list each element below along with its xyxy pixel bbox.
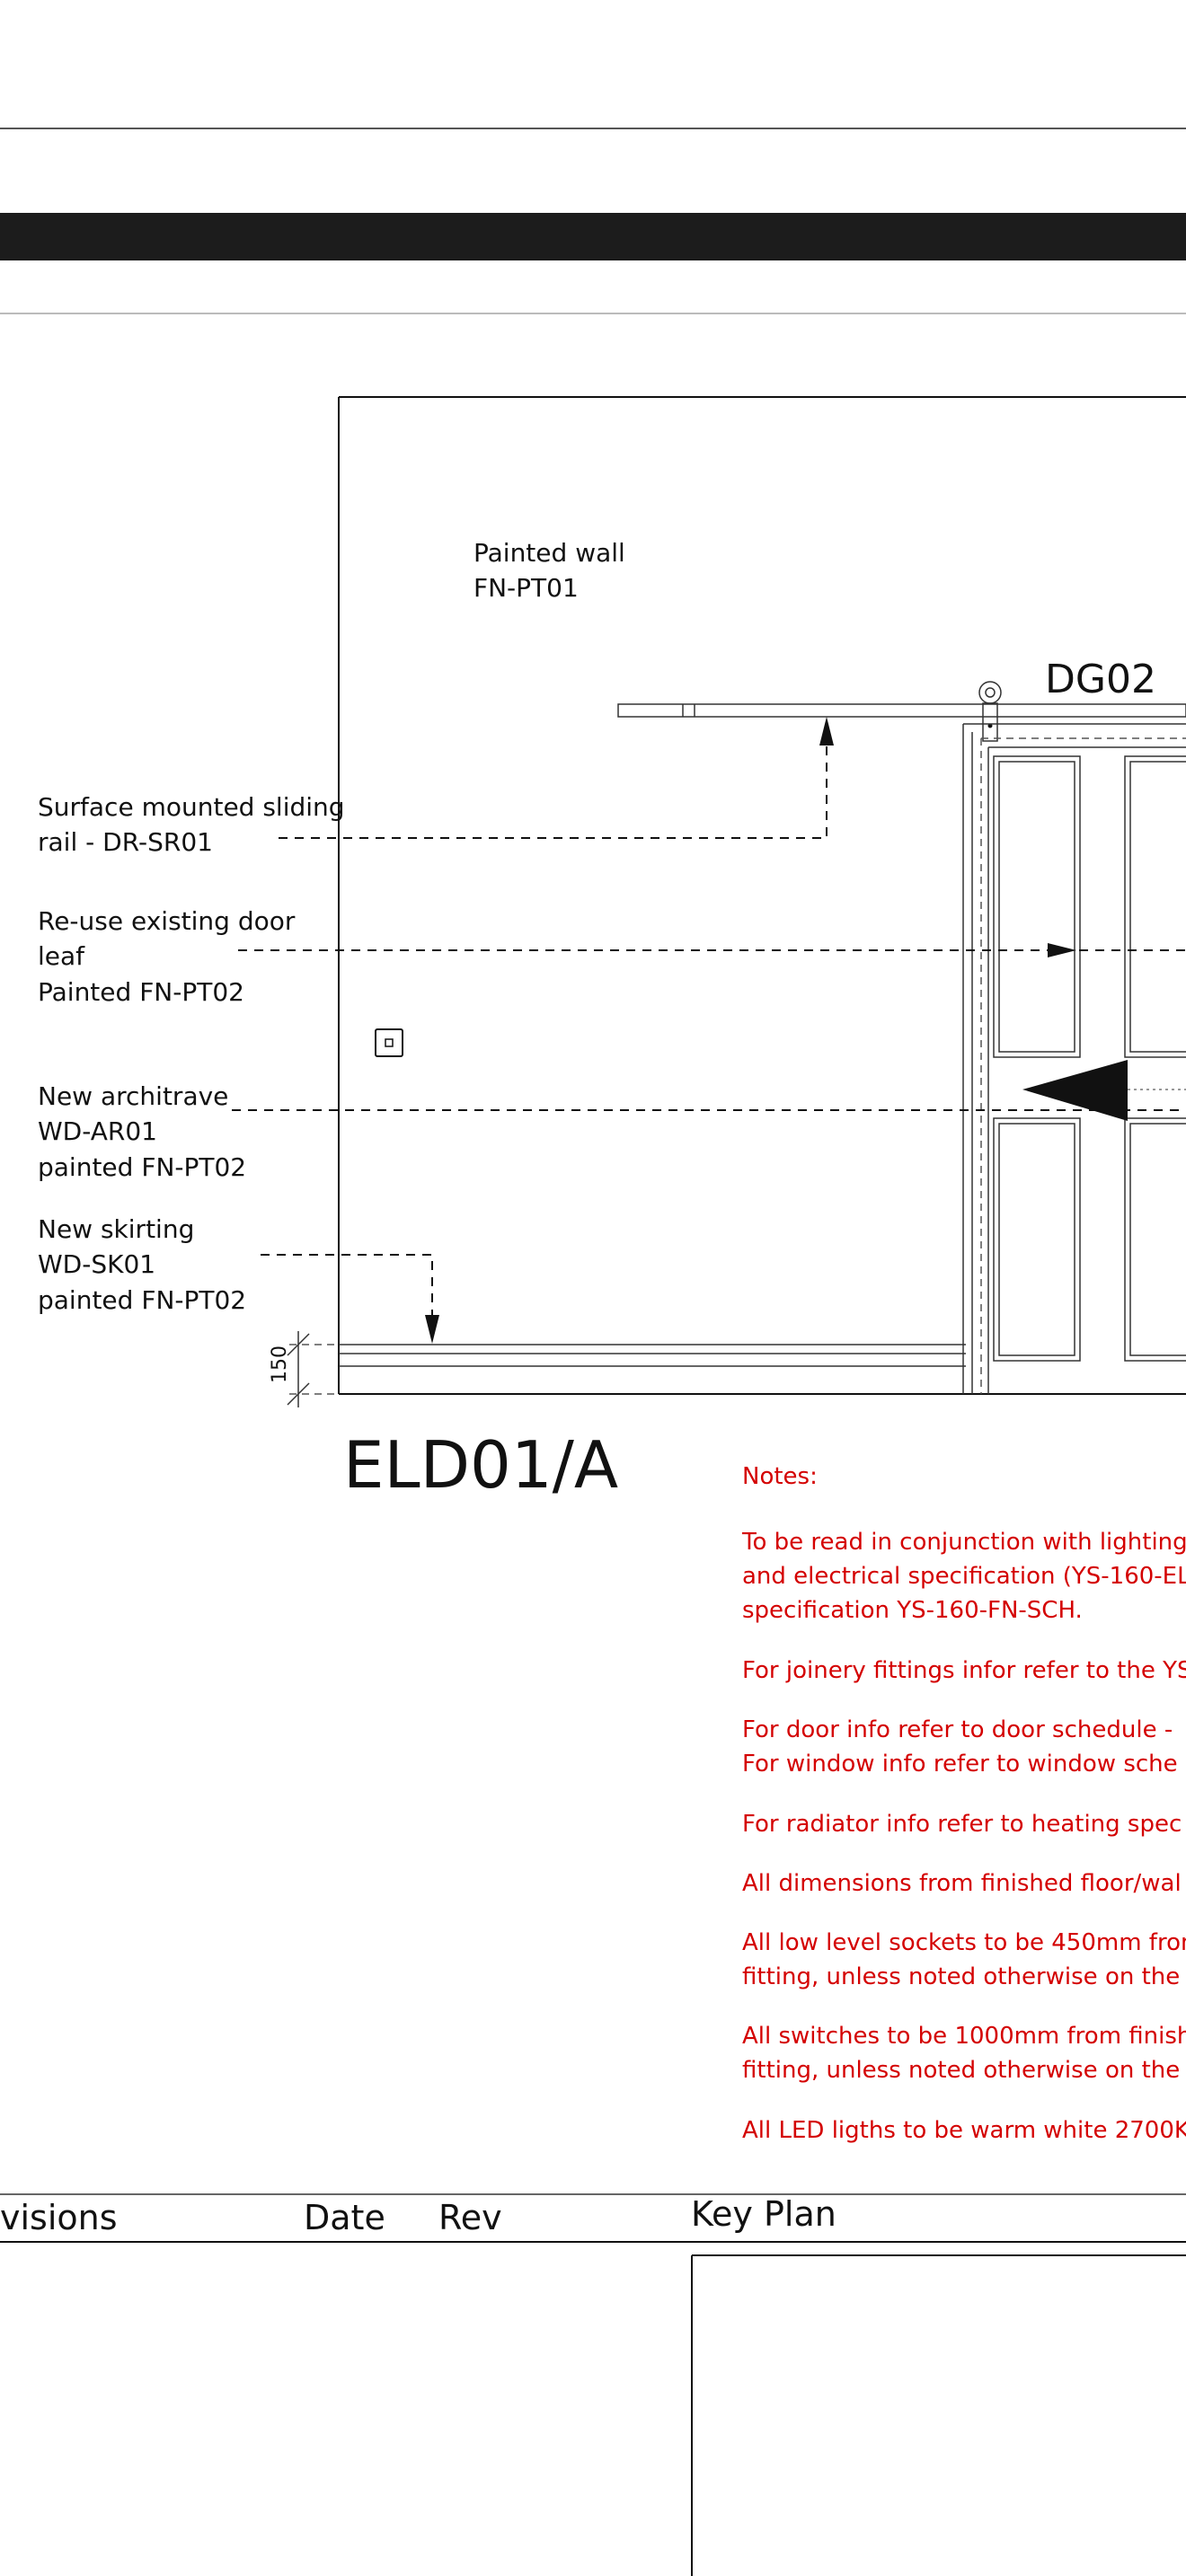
svg-text:WD-SK01: WD-SK01 <box>38 1249 155 1279</box>
skirting <box>339 1344 966 1367</box>
notes-line: All low level sockets to be 450mm from <box>742 1929 1186 1956</box>
notes-line: fitting, unless noted otherwise on the <box>742 2057 1180 2084</box>
svg-text:painted FN-PT02: painted FN-PT02 <box>38 1152 246 1182</box>
label-sliding-rail: Surface mounted sliding rail - DR-SR01 <box>38 792 345 857</box>
notes-line: For window info refer to window sche <box>742 1751 1178 1778</box>
sliding-direction-arrow <box>1022 1060 1186 1121</box>
notes-line: For door info refer to door schedule - <box>742 1716 1173 1743</box>
key-plan-header: Key Plan <box>691 2194 836 2234</box>
svg-text:New skirting: New skirting <box>38 1214 194 1244</box>
door-architrave <box>962 723 1186 1394</box>
notes: Notes: To be read in conjunction with li… <box>741 1463 1186 2144</box>
rev-header: Rev <box>438 2198 502 2237</box>
header-bar <box>0 213 1186 260</box>
leader-skirting <box>261 1254 439 1344</box>
revisions-header: visions <box>0 2198 118 2237</box>
leader-door-leaf <box>238 943 1186 957</box>
svg-text:Painted wall: Painted wall <box>474 538 625 568</box>
notes-line: specification YS-160-FN-SCH. <box>742 1597 1083 1624</box>
svg-text:Painted FN-PT02: Painted FN-PT02 <box>38 977 244 1007</box>
svg-text:Surface mounted sliding: Surface mounted sliding <box>38 792 345 822</box>
notes-heading: Notes: <box>742 1463 818 1490</box>
notes-line: To be read in conjunction with lighting <box>741 1529 1186 1556</box>
door-leaf <box>987 746 1186 1394</box>
notes-line: fitting, unless noted otherwise on the <box>742 1963 1180 1990</box>
door-tag: DG02 <box>1045 657 1156 702</box>
roller-hanger <box>978 681 1002 742</box>
dimension-150: 150 <box>269 1331 334 1407</box>
sliding-rail <box>617 703 1186 718</box>
notes-line: All dimensions from finished floor/wal <box>742 1870 1182 1897</box>
notes-line: For joinery fittings infor refer to the … <box>742 1657 1186 1684</box>
elevation-frame <box>338 396 1186 1395</box>
notes-line: All switches to be 1000mm from finish <box>742 2023 1186 2050</box>
label-painted-wall: Painted wall FN-PT01 <box>474 538 625 603</box>
svg-text:leaf: leaf <box>38 941 85 971</box>
light-switch <box>375 1028 403 1057</box>
svg-text:New architrave: New architrave <box>38 1081 228 1111</box>
svg-text:Re-use existing door: Re-use existing door <box>38 906 296 936</box>
label-skirting: New skirting WD-SK01 painted FN-PT02 <box>38 1214 246 1315</box>
dimension-value: 150 <box>269 1345 291 1383</box>
date-header: Date <box>304 2198 385 2237</box>
elevation-reference: ELD01/A <box>343 1427 618 1503</box>
notes-line: For radiator info refer to heating spec <box>742 1811 1182 1838</box>
label-architrave: New architrave WD-AR01 painted FN-PT02 <box>38 1081 246 1182</box>
leader-sliding-rail <box>279 717 834 839</box>
svg-text:FN-PT01: FN-PT01 <box>474 573 579 603</box>
svg-text:WD-AR01: WD-AR01 <box>38 1116 157 1146</box>
svg-text:rail - DR-SR01: rail - DR-SR01 <box>38 827 213 857</box>
notes-line: All LED ligths to be warm white 2700K <box>742 2117 1186 2144</box>
label-door-leaf: Re-use existing door leaf Painted FN-PT0… <box>38 906 296 1007</box>
title-block: visions Date Rev Key Plan <box>0 2193 1186 2576</box>
svg-text:painted FN-PT02: painted FN-PT02 <box>38 1285 246 1315</box>
notes-line: and electrical specification (YS-160-EL <box>742 1563 1186 1590</box>
